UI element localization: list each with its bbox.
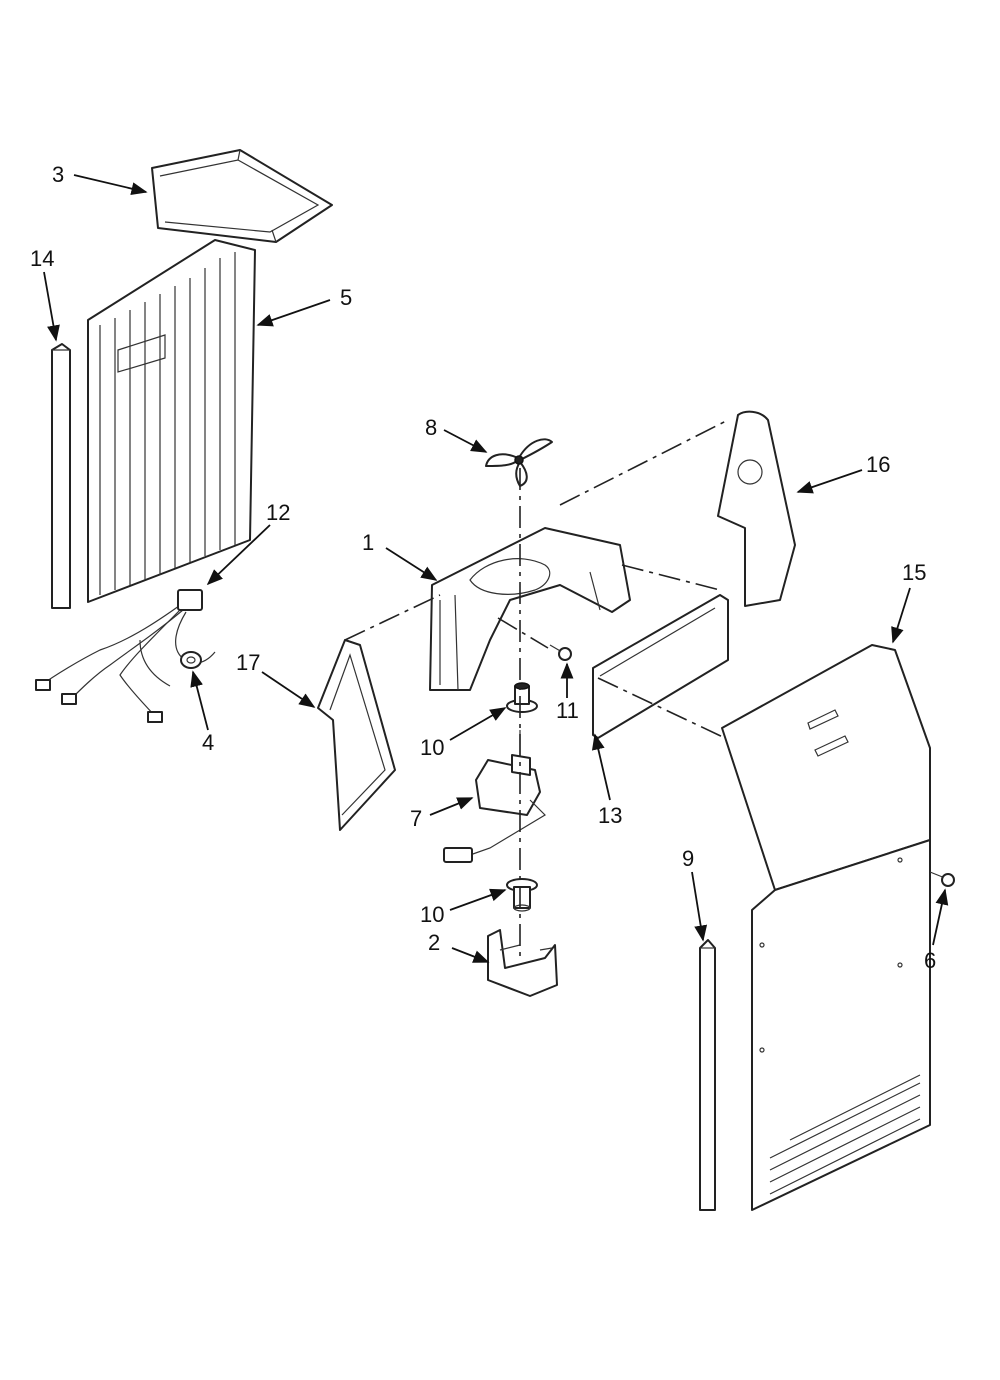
callout-8: 8 (425, 415, 437, 440)
callout-12: 12 (266, 500, 290, 525)
callout-5: 5 (340, 285, 352, 310)
part-8-fan-blade (485, 438, 553, 487)
part-13-divider-plate (592, 594, 729, 739)
callout-9: 9 (682, 846, 694, 871)
callout-labels: 3 14 5 12 4 8 1 16 15 17 11 10 13 7 9 10… (30, 162, 936, 973)
part-12-wire-harness (35, 589, 216, 723)
part-11-screw (549, 644, 572, 661)
part-5-evaporator-cover (87, 239, 256, 603)
callout-14: 14 (30, 246, 54, 271)
part-4-grommet (180, 651, 202, 669)
part-17-left-baffle (317, 639, 396, 831)
part-7-fan-motor (443, 730, 546, 863)
callout-10-lower: 10 (420, 902, 444, 927)
callout-17: 17 (236, 650, 260, 675)
part-9-foam-strip (699, 939, 716, 1211)
part-15-rear-panel (721, 644, 931, 1211)
callout-7: 7 (410, 806, 422, 831)
part-6-screw (929, 871, 955, 887)
callout-2: 2 (428, 930, 440, 955)
part-3-duct-cover (151, 149, 333, 243)
part-10-bearing-lower (506, 878, 538, 912)
callout-10-upper: 10 (420, 735, 444, 760)
part-1-fan-housing (429, 527, 631, 691)
alignment-lines (344, 419, 729, 960)
callout-1: 1 (362, 530, 374, 555)
part-16-side-baffle (717, 410, 796, 607)
leader-arrows (43, 174, 949, 963)
callout-11: 11 (556, 698, 579, 723)
part-10-bearing-upper (506, 682, 538, 713)
callout-13: 13 (598, 803, 622, 828)
callout-16: 16 (866, 452, 890, 477)
callout-4: 4 (202, 730, 214, 755)
part-2-motor-bracket (487, 929, 558, 997)
callout-15: 15 (902, 560, 926, 585)
callout-6: 6 (924, 948, 936, 973)
callout-3: 3 (52, 162, 64, 187)
part-14-foam-strip (51, 343, 71, 609)
